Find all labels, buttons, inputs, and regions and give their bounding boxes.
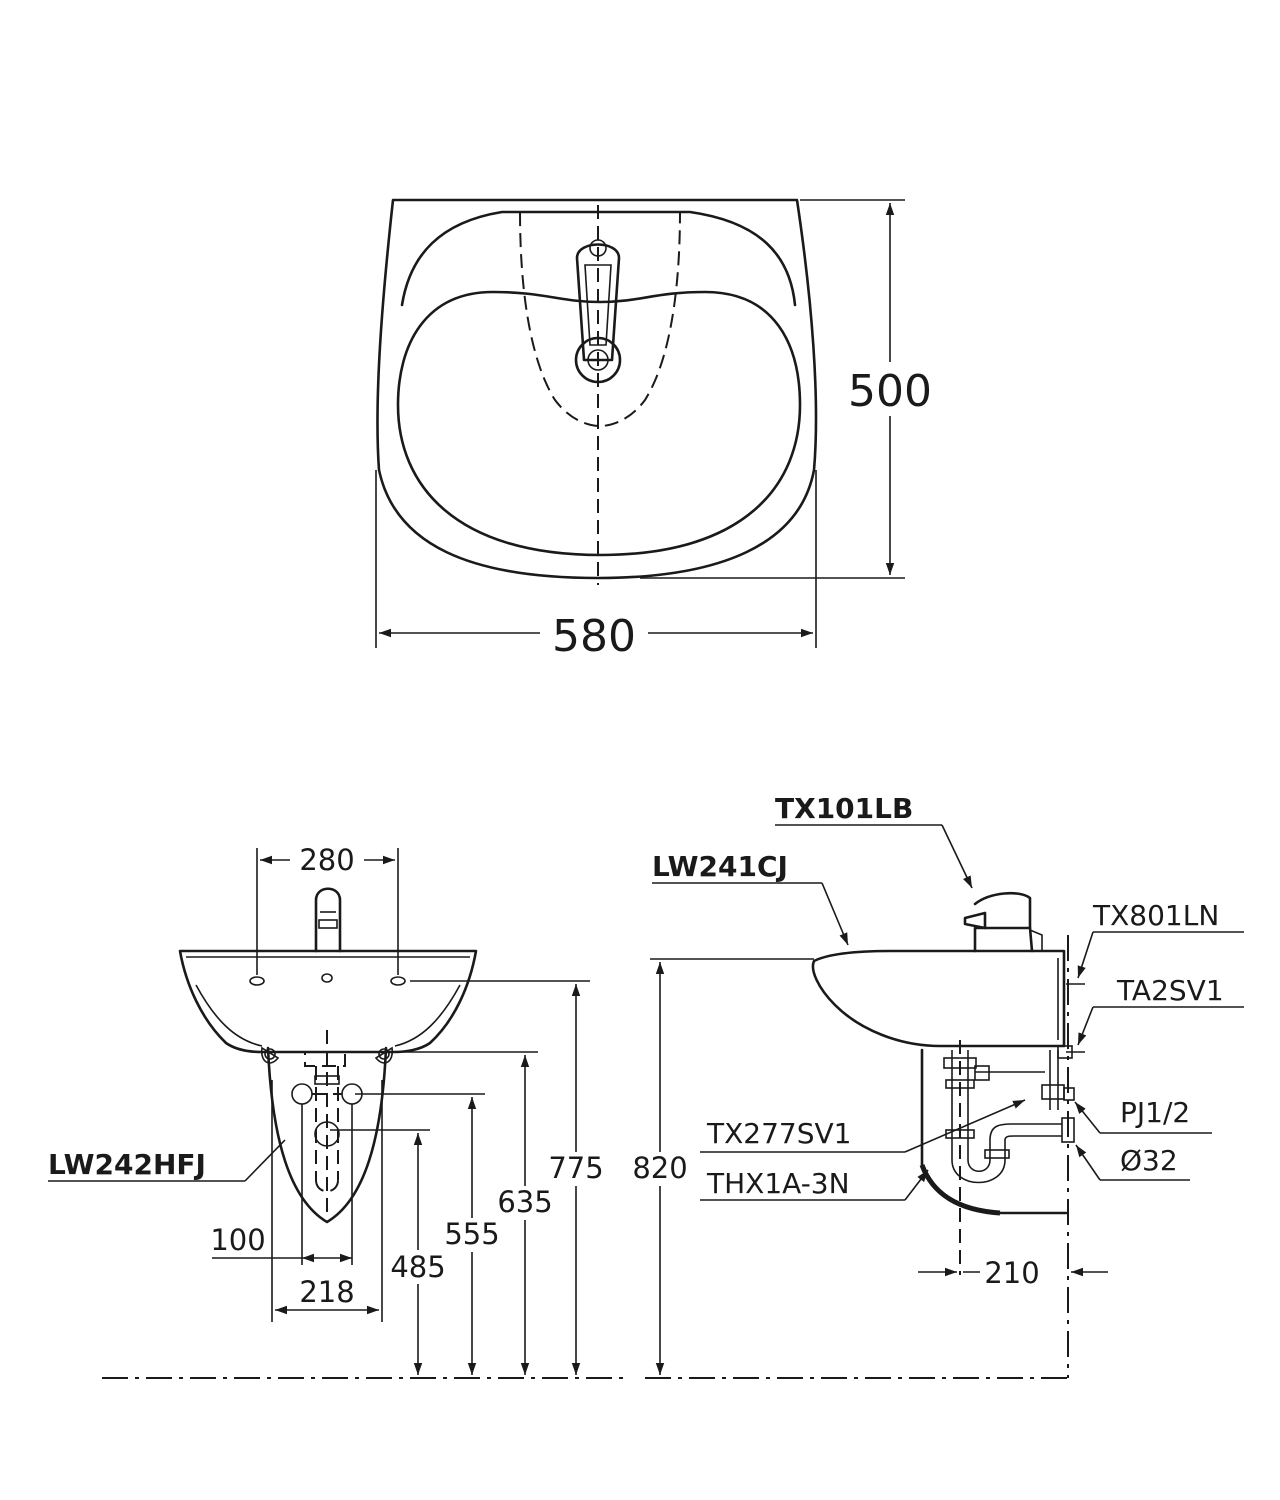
angle-valve-callout: TA2SV1 — [1077, 974, 1244, 1046]
faucet-model-label: TX101LB — [775, 792, 913, 825]
depth-dim-label: 500 — [848, 366, 932, 417]
pedestal-width-dimension: 218 — [271, 1080, 383, 1322]
supply-hose-callout: TX801LN — [1077, 899, 1244, 979]
drain-diameter-callout: Ø32 — [1075, 1144, 1190, 1181]
side-view: 820 210 TX101LB LW241CJ TX801LN TA2SV1 — [628, 792, 1244, 1379]
faucet-side — [963, 891, 1043, 953]
wall-offset-dimension: 210 — [918, 1256, 1108, 1290]
total-height-label: 820 — [632, 1151, 687, 1185]
supply-thread-callout: PJ1/2 — [1074, 1096, 1212, 1134]
pedestal-front — [260, 1030, 394, 1224]
height-555-label: 555 — [444, 1217, 499, 1251]
waste-callout: TX277SV1 — [700, 1099, 1026, 1153]
height-635-label: 635 — [497, 1185, 552, 1219]
angle-valve-label: TA2SV1 — [1116, 974, 1224, 1007]
pedestal-model-label: LW242HFJ — [48, 1148, 206, 1181]
width-dimension: 580 — [375, 470, 817, 662]
pedestal-width-label: 218 — [299, 1275, 354, 1309]
basin-outline-top — [376, 198, 818, 585]
total-height-dimension: 820 — [628, 958, 814, 1375]
outlet-width-label: 100 — [210, 1223, 265, 1257]
pedestal-side — [919, 1048, 1068, 1216]
supply-thread-label: PJ1/2 — [1120, 1096, 1190, 1129]
faucet-front — [314, 887, 342, 953]
faucet-model-callout: TX101LB — [775, 792, 973, 889]
trap-callout: THX1A-3N — [700, 1167, 929, 1201]
wall-offset-label: 210 — [984, 1256, 1039, 1290]
faucet-top — [574, 239, 622, 384]
outlet-width-dimension: 100 — [210, 1104, 353, 1265]
supply-hose-label: TX801LN — [1092, 899, 1219, 932]
height-485-label: 485 — [390, 1250, 445, 1284]
front-view: 280 100 218 485 555 — [48, 843, 628, 1379]
width-dim-label: 580 — [552, 611, 636, 662]
height-dimensions: 485 555 635 775 — [330, 980, 608, 1375]
plumbing-side — [943, 983, 1085, 1275]
basin-model-callout: LW241CJ — [652, 850, 849, 946]
drain-diameter-label: Ø32 — [1120, 1144, 1178, 1177]
height-775-label: 775 — [548, 1151, 603, 1185]
pedestal-model-callout: LW242HFJ — [48, 1139, 286, 1182]
waste-label: TX277SV1 — [706, 1117, 851, 1150]
depth-dimension: 500 — [640, 199, 938, 579]
basin-side — [811, 949, 1066, 1048]
top-view: 500 580 — [375, 198, 938, 662]
faucet-spacing-dimension: 280 — [256, 843, 399, 975]
faucet-spacing-label: 280 — [299, 843, 354, 877]
trap-label: THX1A-3N — [706, 1167, 850, 1200]
basin-model-label: LW241CJ — [652, 850, 788, 883]
